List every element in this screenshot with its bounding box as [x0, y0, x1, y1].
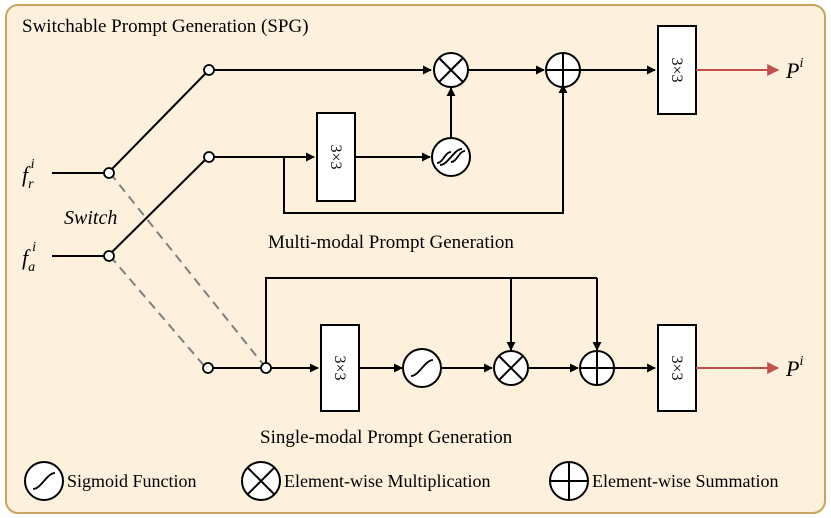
- single-output-label: Pi: [785, 354, 803, 381]
- multi-output-label: Pi: [785, 56, 803, 83]
- multi-conv-label: 3×3: [327, 144, 344, 169]
- multi-conv-block: [316, 112, 356, 202]
- switch-dashed-line-fr: [109, 172, 267, 369]
- multi-node-bottom: [203, 151, 215, 163]
- single-multiply-icon: [493, 350, 529, 386]
- spg-panel: [5, 4, 826, 514]
- multi-node-top: [203, 64, 215, 76]
- switch-arm-fr: [111, 73, 206, 170]
- switch-label: Switch: [64, 207, 117, 229]
- switch-node-fa: [103, 250, 115, 262]
- multi-output-conv-label: 3×3: [668, 57, 685, 82]
- multi-multiply-icon: [433, 52, 469, 88]
- multi-sum-icon: [545, 52, 581, 88]
- input-label-fa: fai: [22, 240, 36, 275]
- single-sigmoid-icon: [402, 348, 442, 388]
- panel-title: Switchable Prompt Generation (SPG): [22, 16, 309, 37]
- single-node-right: [260, 362, 272, 374]
- single-top-loop: [265, 277, 597, 363]
- multi-residual-line: [283, 84, 568, 214]
- legend-summation-label: Element-wise Summation: [592, 471, 778, 491]
- multi-output-conv-block: [657, 25, 697, 115]
- switch-arm-fa: [111, 159, 206, 253]
- legend-multiplication-icon: [241, 461, 281, 501]
- multi-section-label: Multi-modal Prompt Generation: [268, 232, 514, 253]
- single-node-left: [202, 362, 214, 374]
- single-conv-label: 3×3: [331, 355, 348, 380]
- single-sum-icon: [579, 350, 615, 386]
- input-label-fr: fri: [22, 157, 35, 192]
- multi-sigmoid-icon: [431, 137, 471, 177]
- switch-dashed-line-fa: [109, 255, 207, 369]
- single-output-conv-label: 3×3: [668, 355, 685, 380]
- legend-summation-icon: [549, 461, 589, 501]
- single-output-conv-block: [657, 324, 697, 412]
- single-conv-block: [320, 324, 360, 412]
- legend-sigmoid-label: Sigmoid Function: [67, 471, 197, 491]
- legend-multiplication-label: Element-wise Multiplication: [284, 471, 490, 491]
- switch-node-fr: [103, 167, 115, 179]
- single-section-label: Single-modal Prompt Generation: [260, 427, 513, 448]
- legend-sigmoid-icon: [24, 461, 64, 501]
